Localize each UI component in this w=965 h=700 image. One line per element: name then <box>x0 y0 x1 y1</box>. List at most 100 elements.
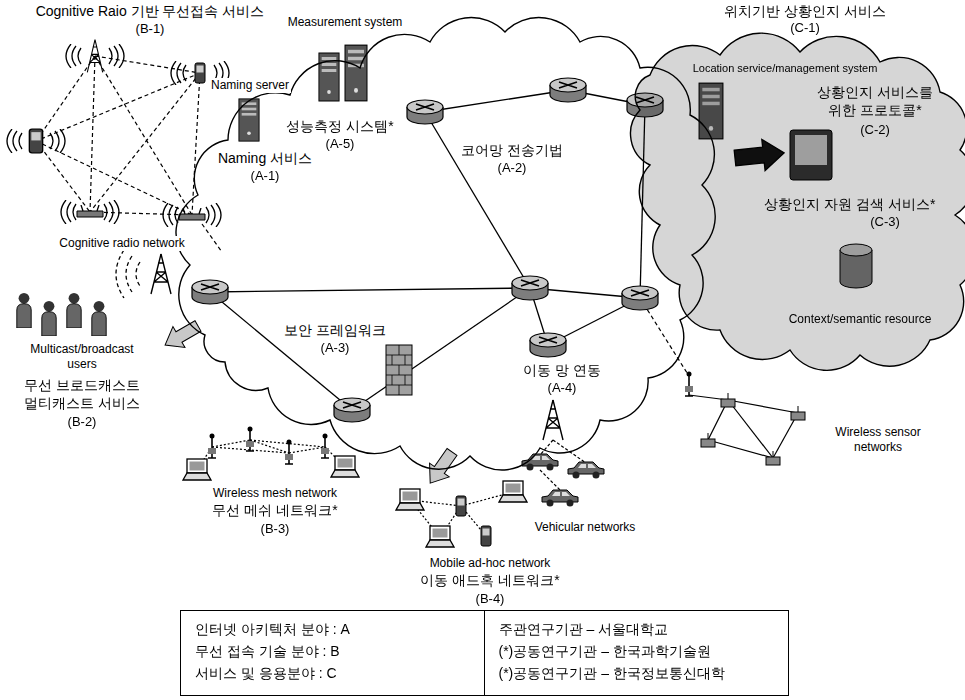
user-figure <box>67 293 81 328</box>
cloud-outline <box>630 0 965 365</box>
core-link <box>210 288 530 292</box>
measurement-server-icon <box>345 45 367 101</box>
callout-code: (B-1) <box>134 21 167 37</box>
function-name: 상황인지 서비스를 위한 프로토콜* <box>808 84 942 119</box>
user-figure <box>17 293 31 328</box>
mesh-access-point <box>246 427 254 452</box>
network-name: Wireless sensor networks <box>821 425 935 455</box>
sensor-node <box>701 433 715 447</box>
car <box>568 462 604 479</box>
core-link <box>210 292 352 410</box>
network-name: Vehicular networks <box>533 520 638 535</box>
radio-link <box>36 141 192 215</box>
sensor-gateway <box>685 372 693 397</box>
mesh-link <box>289 447 325 453</box>
router <box>530 333 566 357</box>
table-text: (*)공동연구기관 – 한국정보통신대학 <box>497 665 727 683</box>
router <box>192 280 228 304</box>
radio-link <box>192 73 200 215</box>
service-heading: 무선 브로드캐스트 멀티캐스트 서비스 <box>10 377 154 412</box>
laptop <box>183 459 211 480</box>
cloud-outline-path <box>176 18 715 470</box>
laptop <box>426 526 454 547</box>
core-link <box>425 90 568 112</box>
callout-code: (C-3) <box>868 214 902 230</box>
router <box>550 78 586 102</box>
sensor-node <box>721 393 735 407</box>
radio-link <box>36 141 90 212</box>
mesh-access-point <box>285 440 293 465</box>
callout-code: (A-3) <box>319 340 352 356</box>
table-text: 서비스 및 응용분야 : C <box>193 665 339 683</box>
service-heading: 무선 메쉬 네트워크* <box>210 502 339 520</box>
firewall-bricks <box>386 345 412 395</box>
function-name: 상황인지 자원 검색 서비스* <box>762 196 937 214</box>
vehicle-link <box>540 470 560 490</box>
table-text: (*)공동연구기관 – 한국과학기술원 <box>497 643 713 661</box>
radio-link <box>90 56 95 212</box>
service-heading: 위치기반 상황인지 서비스 <box>722 3 888 21</box>
laptop <box>331 456 359 477</box>
radio-link <box>90 212 192 215</box>
network-name: Wireless mesh network <box>211 486 339 501</box>
cell-tower <box>543 400 563 440</box>
radio-waves <box>61 200 119 224</box>
block-arrow <box>159 316 204 356</box>
user-figure <box>42 301 56 336</box>
device-name: Location service/management system <box>691 62 880 76</box>
callout-code: (C-1) <box>788 20 822 36</box>
wireless-router <box>77 205 103 217</box>
laptop <box>499 481 527 502</box>
table-text: 주관연구기관 – 서울대학교 <box>497 621 671 639</box>
table-cell: 인터넷 아키텍처 분야 : A 무선 접속 기술 분야 : B 서비스 및 응용분야… <box>180 610 485 696</box>
callout-code: (A-1) <box>249 168 282 184</box>
function-name: 코어망 전송기법 <box>459 142 565 160</box>
table-text: 무선 접속 기술 분야 : B <box>193 643 342 661</box>
radio-waves <box>66 44 124 68</box>
cloud-outline-path <box>631 33 965 370</box>
broadcast-waves <box>116 250 140 298</box>
core-network-cloud: Naming 서비스(A-1)성능측정 시스템*(A-5)코어망 전송기법(A-… <box>182 28 712 468</box>
radio-link <box>95 56 192 215</box>
function-name: 보안 프레임워크 <box>282 322 388 340</box>
service-heading: 이동 애드혹 네트워크* <box>418 572 561 590</box>
mesh-access-point <box>208 434 216 459</box>
context-service-cloud: 위치기반 상황인지 서비스(C-1) Location service/manag… <box>630 0 965 365</box>
mobile-phone <box>456 496 466 516</box>
router <box>512 276 548 300</box>
mesh-link <box>212 440 250 447</box>
mobile-phone <box>195 63 205 83</box>
sensor-link <box>728 400 773 458</box>
sensor-node <box>766 451 780 465</box>
callout-code: (A-4) <box>546 380 579 396</box>
network-name: Cognitive radio network <box>57 236 186 251</box>
core-link <box>352 288 530 410</box>
callout-code: (C-2) <box>858 122 892 138</box>
radio-link <box>90 73 200 212</box>
handheld-device <box>29 129 42 153</box>
table-text: 인터넷 아키텍처 분야 : A <box>193 621 352 639</box>
mesh-access-point <box>321 434 329 459</box>
firewall <box>386 345 412 395</box>
callout-code: (A-2) <box>496 160 529 176</box>
radio-uplink <box>202 224 222 252</box>
callout-code: (B-3) <box>259 521 292 537</box>
callout-code: (A-5) <box>324 136 357 152</box>
car <box>542 490 578 507</box>
radio-waves <box>163 203 221 227</box>
cloud-outline <box>182 28 712 468</box>
user-figure <box>92 301 106 336</box>
callout-code: (B-4) <box>474 591 507 607</box>
table-cell: 주관연구기관 – 서울대학교 (*)공동연구기관 – 한국과학기술원 (*)공동연구… <box>484 610 789 696</box>
resource-name: Context/semantic resource <box>787 312 934 327</box>
radio-tower <box>87 40 102 73</box>
network-name: Mobile ad-hoc network <box>428 556 553 571</box>
laptop <box>396 489 424 510</box>
callout-code: (B-2) <box>66 414 99 430</box>
radio-waves <box>7 129 65 153</box>
sensor-link <box>708 440 773 458</box>
sensor-node <box>791 406 805 420</box>
sensor-link <box>728 400 798 413</box>
router <box>622 286 658 310</box>
router <box>407 100 443 124</box>
